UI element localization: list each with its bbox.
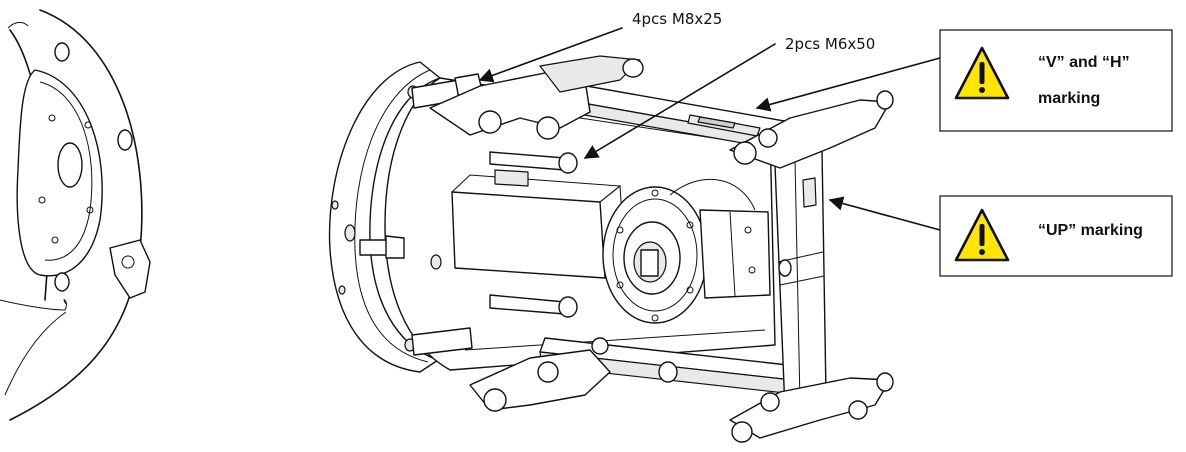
main-assembly (328, 55, 894, 443)
flange-detail-view (0, 9, 151, 421)
leader-bolts-m6 (583, 43, 776, 159)
label-bolts-m6: 2pcs M6x50 (785, 35, 875, 53)
leader-up-marking (828, 196, 941, 231)
warning-box-up-marking: “UP” marking (939, 195, 1173, 277)
warning-box-text-line2: marking (1038, 90, 1100, 107)
warning-box-vh-marking: “V” and “H” marking (939, 29, 1173, 132)
callout-leaders (478, 27, 941, 231)
leader-vh-marking (755, 57, 941, 112)
warning-triangle-icon (954, 208, 1010, 262)
leader-bolts-m8 (478, 27, 623, 83)
label-bolts-m8: 4pcs M8x25 (632, 10, 722, 28)
warning-box-text-up: “UP” marking (1038, 222, 1143, 239)
warning-box-text-line1: “V” and “H” (1038, 54, 1130, 71)
warning-triangle-icon (954, 46, 1010, 100)
